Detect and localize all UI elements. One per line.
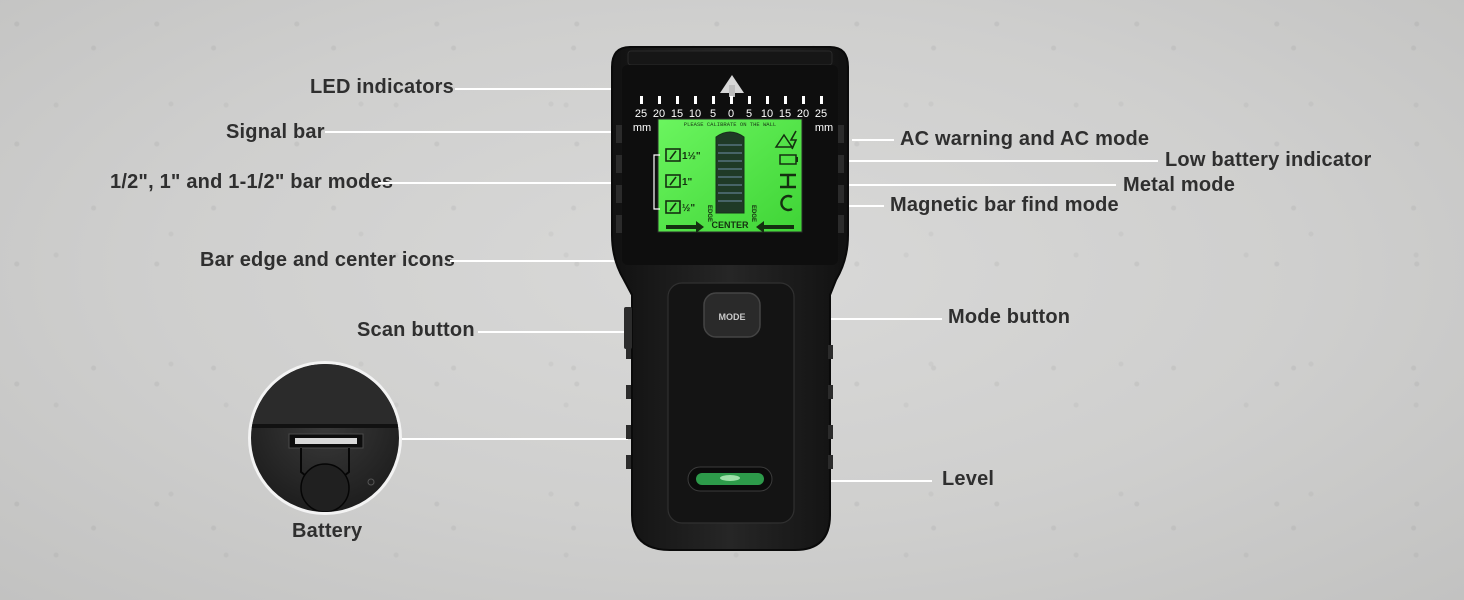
calibrate-banner: PLEASE CALIBRATE ON THE WALL xyxy=(684,121,776,128)
scale-unit-left: mm xyxy=(633,122,651,134)
level-leader xyxy=(760,480,932,482)
mode-button-leader xyxy=(752,318,942,320)
scan-button[interactable] xyxy=(624,307,632,349)
metal-mode-leader xyxy=(806,184,1116,186)
center-text: CENTER xyxy=(711,220,749,230)
scale-unit-right: mm xyxy=(815,122,833,134)
scale-tick: 25 xyxy=(815,108,827,120)
ac-warning-label: AC warning and AC mode xyxy=(900,128,1150,150)
scale-tick: 20 xyxy=(797,108,809,120)
ac-warning-icon xyxy=(774,133,794,148)
scale-tick: 15 xyxy=(671,108,683,120)
battery-cover-icon xyxy=(251,364,399,512)
scale-tick: 20 xyxy=(653,108,665,120)
ac-warning-leader xyxy=(852,139,894,141)
edge-left-arrow-icon xyxy=(666,221,704,233)
scale-tick: 10 xyxy=(761,108,773,120)
mode-half-text: ½" xyxy=(682,203,695,214)
scale-tick: 25 xyxy=(635,108,647,120)
lightning-icon xyxy=(789,130,798,150)
scan-button-leader xyxy=(478,331,626,333)
mode-button-label: Mode button xyxy=(948,306,1071,328)
led-indicators-label: LED indicators xyxy=(310,76,454,98)
edge-right-arrow-icon xyxy=(756,221,794,233)
mode-one-half-text: 1½" xyxy=(682,151,701,162)
bar-modes-label: 1/2", 1" and 1-1/2" bar modes xyxy=(110,171,394,193)
scan-button-label: Scan button xyxy=(357,319,475,341)
bar-modes-leader xyxy=(378,182,634,184)
edge-right-text: EDGE xyxy=(750,205,756,222)
magnetic-mode-label: Magnetic bar find mode xyxy=(890,194,1119,216)
scale-tick: 5 xyxy=(746,108,752,120)
metal-mode-label: Metal mode xyxy=(1123,174,1236,196)
battery-compartment-inset xyxy=(248,361,402,515)
battery-label: Battery xyxy=(292,520,363,542)
scale-tick: 5 xyxy=(710,108,716,120)
scale-tick: 15 xyxy=(779,108,791,120)
scale-tick: 10 xyxy=(689,108,701,120)
metal-beam-icon xyxy=(780,173,796,189)
low-battery-label: Low battery indicator xyxy=(1165,149,1372,171)
edge-center-icons-label: Bar edge and center icons xyxy=(200,249,456,271)
magnet-icon xyxy=(780,194,793,212)
mode-button[interactable] xyxy=(703,292,761,338)
signal-bar-label: Signal bar xyxy=(226,121,325,143)
edge-left-text: EDGE xyxy=(706,205,712,222)
mode-one-text: 1" xyxy=(682,177,693,188)
stud-finder-device: 25 20 15 10 5 0 5 10 15 20 25 mm mm PLEA… xyxy=(611,46,849,551)
led-indicators-leader xyxy=(455,88,723,90)
signal-bar-leader xyxy=(325,131,663,133)
level-label: Level xyxy=(942,468,995,490)
edge-center-icons-leader xyxy=(450,260,695,262)
low-battery-leader xyxy=(800,160,1158,162)
battery-leader xyxy=(402,438,628,440)
scale-tick: 0 xyxy=(728,108,734,120)
mode-button-text: MODE xyxy=(719,312,746,322)
